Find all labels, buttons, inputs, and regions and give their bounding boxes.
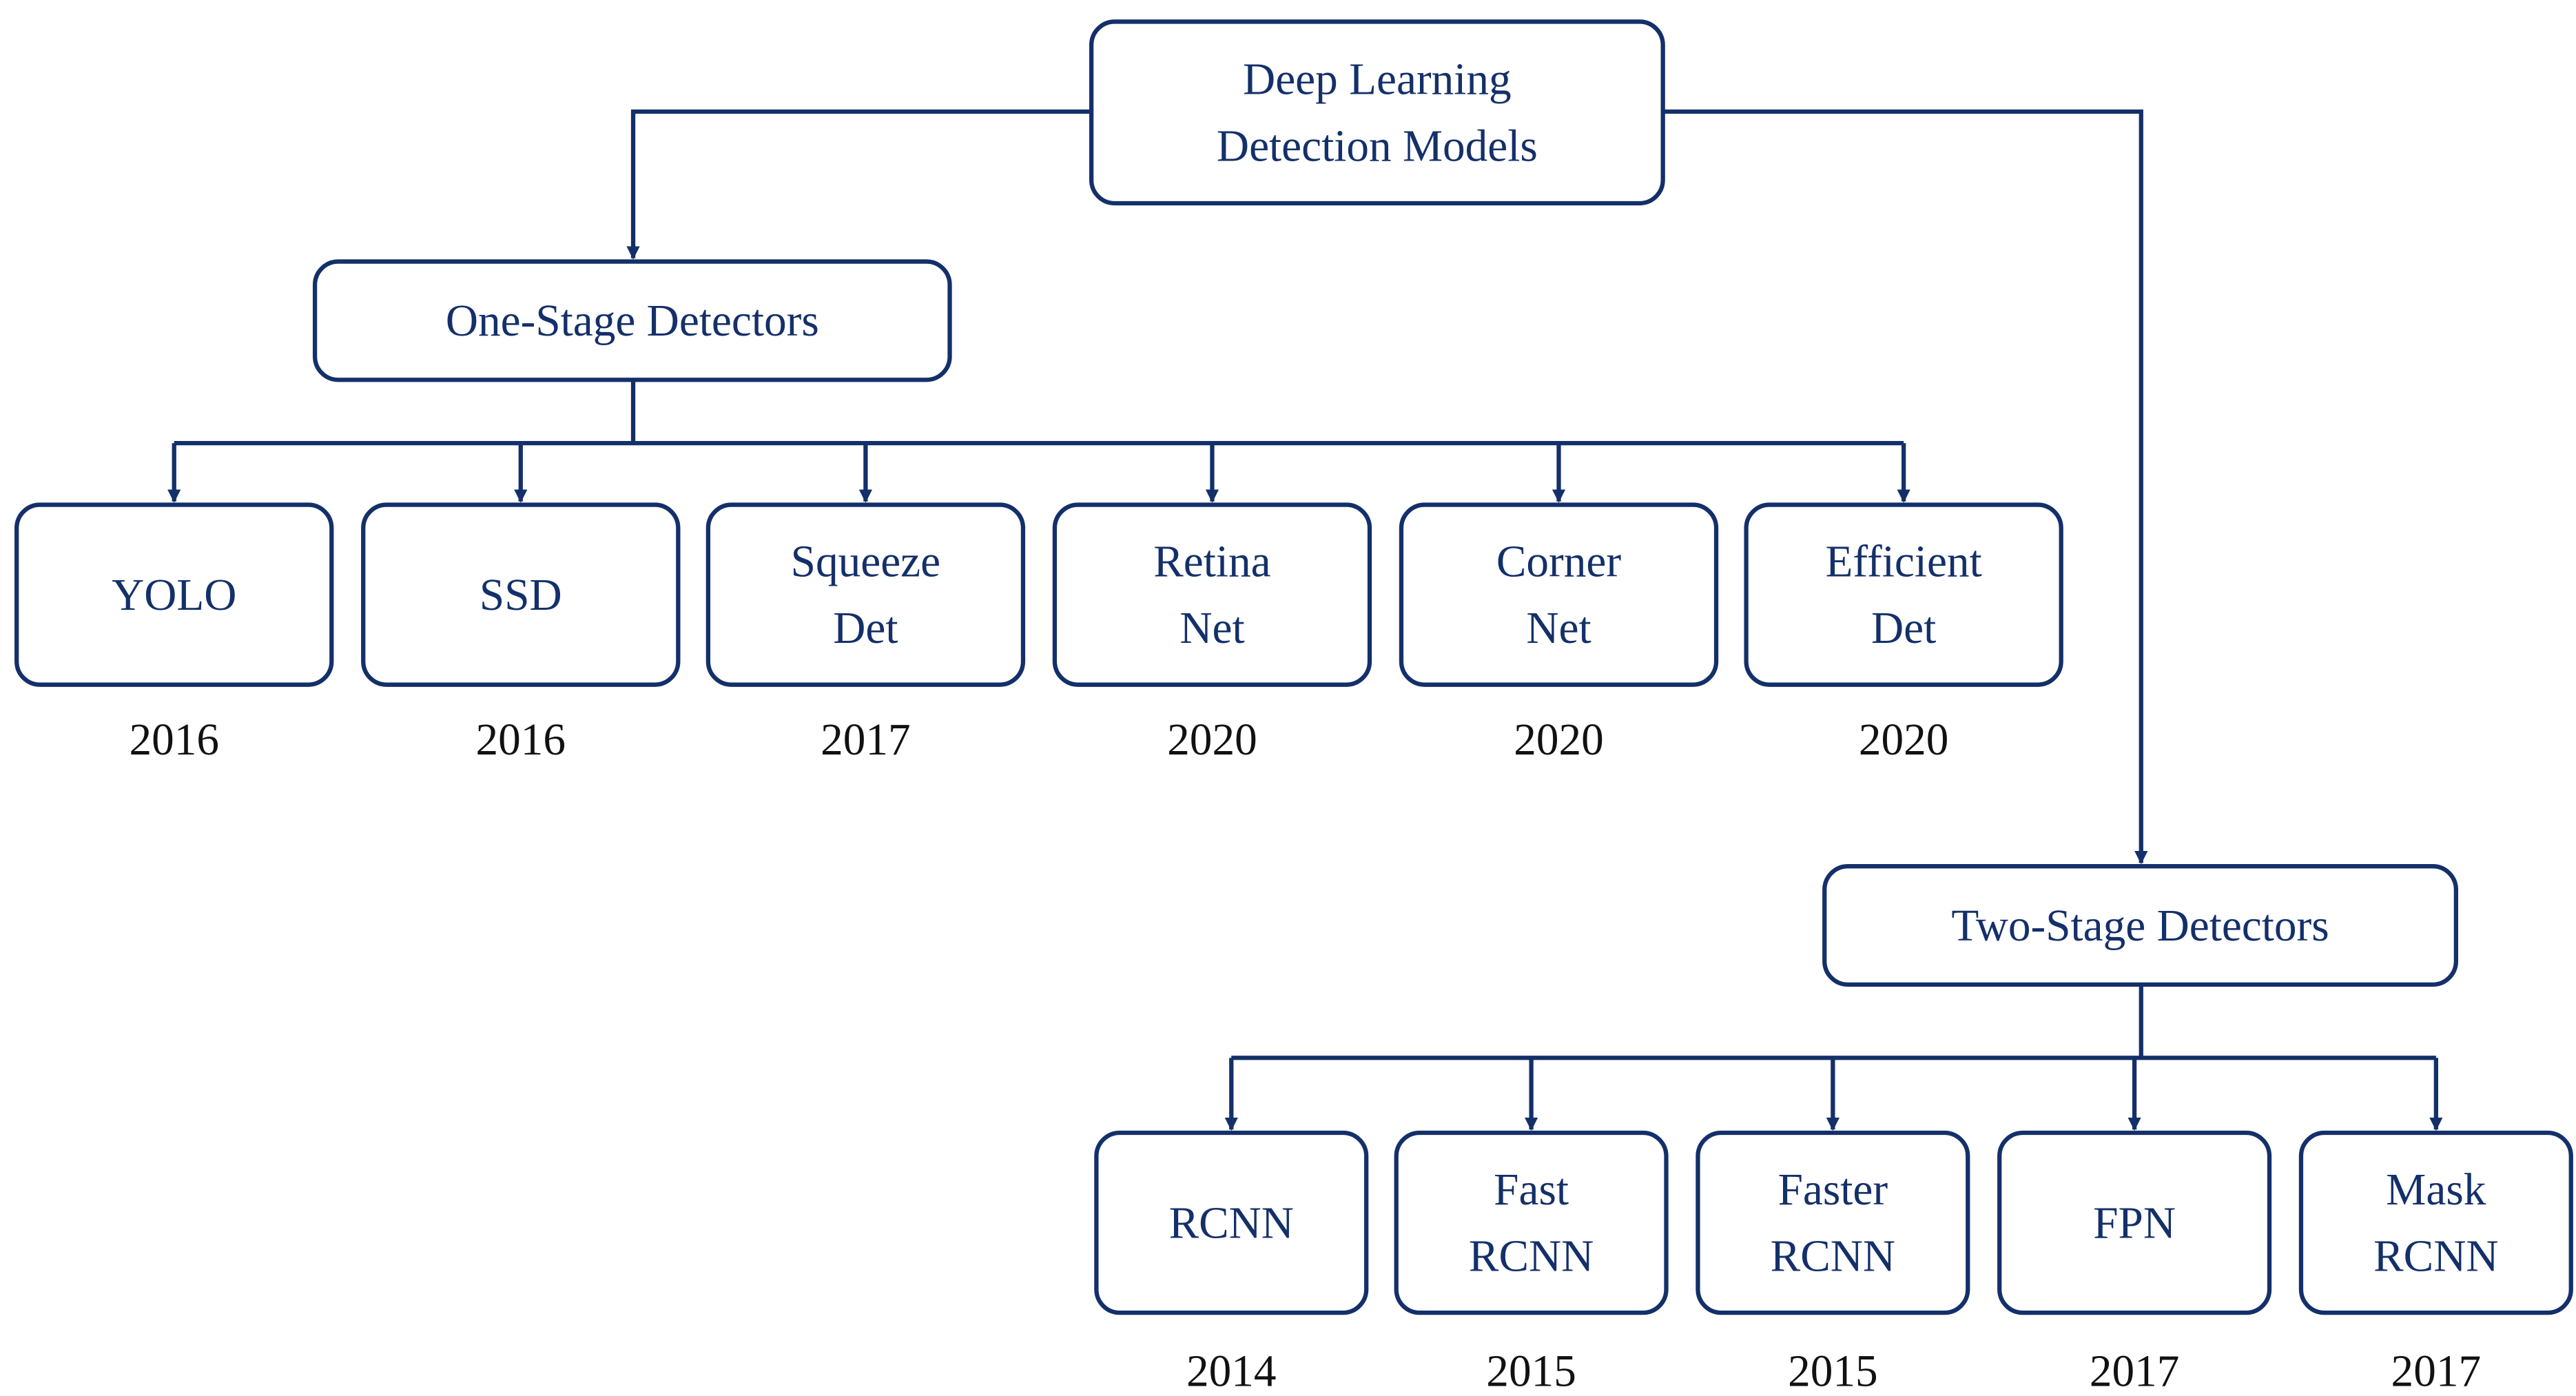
model-squeeze-det-label-line-2: Det <box>833 604 898 653</box>
one-stage-node-box <box>312 259 952 382</box>
arrow-root-to-one-stage <box>626 109 1092 260</box>
model-corner-net-label-line-1: Corner <box>1496 537 1622 587</box>
year-efficient-det: 2020 <box>1859 715 1949 765</box>
model-faster-rcnn-box <box>1696 1130 1970 1315</box>
root-node-box <box>1089 19 1665 206</box>
model-ssd-label: SSD <box>480 571 562 620</box>
one-stage-node: One-Stage Detectors <box>312 259 952 382</box>
model-mask-rcnn-label-line-1: Mask <box>2386 1165 2486 1215</box>
year-rcnn: 2014 <box>1186 1347 1277 1396</box>
model-rcnn-label: RCNN <box>1169 1198 1294 1248</box>
model-retina-net-label-line-2: Net <box>1179 604 1244 653</box>
model-fast-rcnn-label-line-1: Fast <box>1494 1165 1569 1215</box>
root-node-label-line-2: Detection Models <box>1217 121 1538 171</box>
model-efficient-det-label-line-2: Det <box>1871 604 1936 653</box>
root-node-label-line-1: Deep Learning <box>1243 55 1512 105</box>
model-fpn: FPN <box>1997 1130 2272 1315</box>
year-fast-rcnn: 2015 <box>1486 1347 1576 1396</box>
model-fast-rcnn-box <box>1394 1130 1669 1315</box>
model-retina-net-box <box>1052 502 1372 687</box>
model-yolo-label: YOLO <box>112 571 236 620</box>
year-ssd: 2016 <box>476 715 566 765</box>
model-retina-net-label-line-1: Retina <box>1153 537 1270 587</box>
model-fpn-box <box>1997 1130 2272 1315</box>
two-stage-node-box <box>1822 864 2459 987</box>
year-retina-net: 2020 <box>1167 715 1257 765</box>
two-stage-node: Two-Stage Detectors <box>1822 864 2459 987</box>
model-fast-rcnn-label-line-2: RCNN <box>1469 1232 1594 1282</box>
model-squeeze-det-box <box>705 502 1026 687</box>
model-efficient-det-label-line-1: Efficient <box>1826 537 1982 587</box>
one-stage-node-label: One-Stage Detectors <box>446 296 819 346</box>
model-corner-net-box <box>1399 502 1719 687</box>
model-faster-rcnn-label-line-2: RCNN <box>1771 1232 1895 1282</box>
model-yolo-box <box>14 502 334 687</box>
year-fpn: 2017 <box>2090 1347 2180 1396</box>
model-ssd: SSD <box>361 502 681 687</box>
arrow-root-to-two-stage <box>1662 109 2148 865</box>
model-fpn-label: FPN <box>2093 1198 2176 1248</box>
two-stage-node-label: Two-Stage Detectors <box>1951 901 2329 951</box>
model-squeeze-det-label-line-1: Squeeze <box>791 537 940 587</box>
year-mask-rcnn: 2017 <box>2391 1347 2482 1396</box>
model-mask-rcnn-box <box>2298 1130 2573 1315</box>
connector-lines <box>167 109 2443 1131</box>
model-rcnn-box <box>1094 1130 1369 1315</box>
year-yolo: 2016 <box>129 715 219 765</box>
year-faster-rcnn: 2015 <box>1788 1347 1878 1396</box>
model-corner-net-label-line-2: Net <box>1526 604 1591 653</box>
model-ssd-box <box>361 502 681 687</box>
year-squeeze-det: 2017 <box>821 715 911 765</box>
model-yolo: YOLO <box>14 502 334 687</box>
model-mask-rcnn-label-line-2: RCNN <box>2373 1232 2498 1282</box>
model-rcnn: RCNN <box>1094 1130 1369 1315</box>
model-faster-rcnn-label-line-1: Faster <box>1778 1165 1888 1215</box>
model-efficient-det-box <box>1744 502 2063 687</box>
year-corner-net: 2020 <box>1514 715 1604 765</box>
